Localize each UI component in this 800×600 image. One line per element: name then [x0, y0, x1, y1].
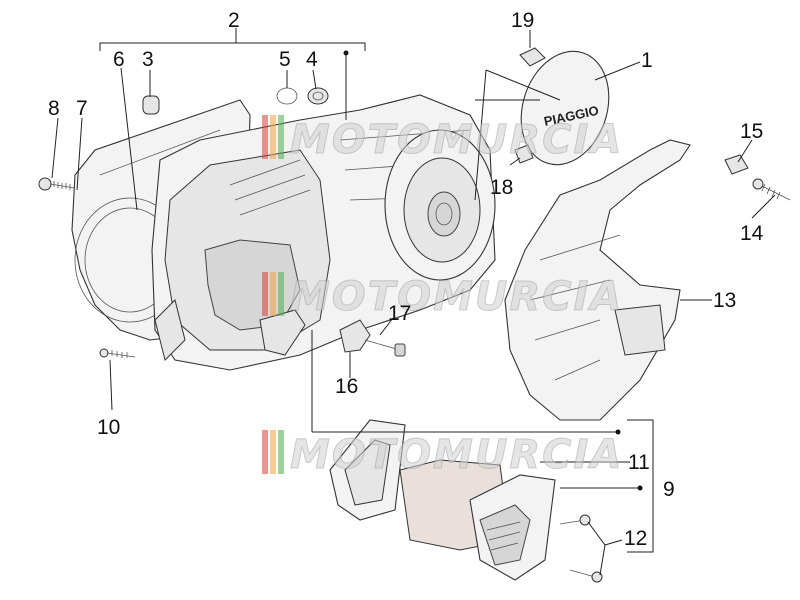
part-clip-nut-15: [724, 154, 749, 175]
callout-1: 1: [641, 49, 653, 72]
callout-16: 16: [335, 375, 358, 398]
callout-12: 12: [624, 527, 647, 550]
callout-10: 10: [97, 416, 120, 439]
part-screw-8: [38, 177, 76, 191]
part-flywheel-disc: [384, 129, 496, 281]
callout-3: 3: [142, 48, 154, 71]
callout-7: 7: [76, 97, 88, 120]
callout-17: 17: [388, 302, 411, 325]
part-piaggio-cover-cap: PIAGGIO: [520, 50, 610, 166]
part-clip-19: [519, 47, 546, 67]
callout-18: 18: [490, 176, 513, 199]
callout-6: 6: [113, 48, 125, 71]
leader-lines: [51, 28, 776, 576]
watermark-middle: MOTOMURCIA: [262, 272, 623, 321]
callout-5: 5: [279, 48, 291, 71]
part-screw-14: [752, 178, 791, 201]
part-bracket-16: [339, 319, 406, 357]
part-air-duct: [504, 139, 691, 421]
callout-14: 14: [740, 222, 764, 245]
callout-15: 15: [740, 120, 763, 143]
callout-labels: 1 2 3 4 5 6 7 8 9 10 11 12 13 14 15 16 1…: [48, 9, 764, 550]
part-oring: [276, 87, 329, 105]
callout-4: 4: [306, 48, 318, 71]
callout-8: 8: [48, 97, 60, 120]
callout-13: 13: [713, 289, 736, 312]
callout-19: 19: [511, 9, 534, 32]
part-screw-12: [559, 514, 603, 583]
watermark-bottom: MOTOMURCIA: [262, 430, 623, 479]
watermark-text: MOTOMURCIA: [290, 432, 623, 478]
callout-2: 2: [228, 9, 240, 32]
watermark-top: MOTOMURCIA: [262, 115, 623, 164]
watermark-text: MOTOMURCIA: [290, 117, 623, 163]
part-plug: [142, 95, 160, 115]
callout-9: 9: [663, 478, 675, 501]
watermark-text: MOTOMURCIA: [290, 274, 623, 320]
part-screw-10: [99, 348, 136, 358]
callout-11: 11: [628, 451, 650, 474]
part-air-filter-assembly: [329, 419, 556, 581]
